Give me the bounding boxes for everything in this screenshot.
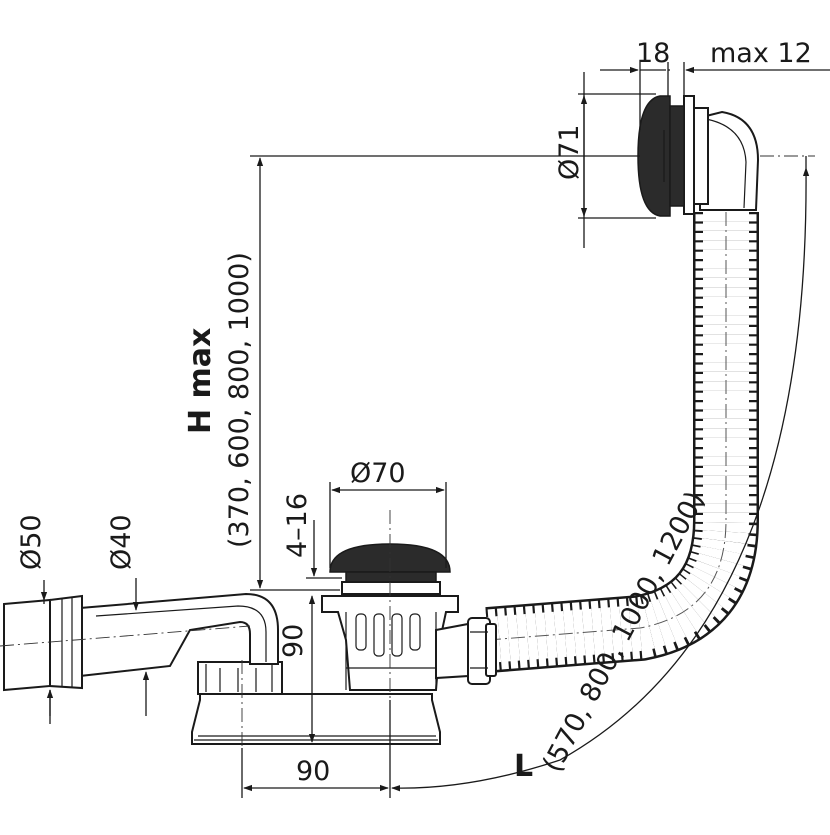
dim-waste-gap (306, 520, 342, 579)
corrugated-hose (485, 212, 759, 673)
dim-pipe-inner (132, 578, 150, 716)
dim-waste-height (304, 595, 360, 745)
dim-pipe-outer-label: Ø50 (16, 514, 47, 570)
overflow-head (637, 95, 815, 217)
dim-h-values: (370, 600, 800, 1000) (224, 252, 255, 548)
dim-l-title: L (514, 749, 533, 784)
dim-horizontal-90 (241, 700, 391, 798)
dim-l (391, 156, 810, 792)
dim-waste-height-label: 90 (278, 624, 309, 658)
dim-pipe-outer (40, 580, 54, 724)
dim-waste-diameter-label: Ø70 (350, 458, 406, 489)
dim-h-title: H max (183, 328, 218, 434)
outlet-pipe (0, 592, 279, 692)
dim-top-width-label: 18 (636, 38, 670, 69)
dim-waste-gap-label: 4–16 (282, 493, 313, 558)
dim-horizontal-90-label: 90 (296, 756, 330, 787)
dim-pipe-inner-label: Ø40 (106, 514, 137, 570)
dim-top-gap-label: max 12 (710, 38, 812, 69)
dim-top-diameter-label: Ø71 (554, 124, 585, 180)
dim-h (250, 155, 640, 591)
